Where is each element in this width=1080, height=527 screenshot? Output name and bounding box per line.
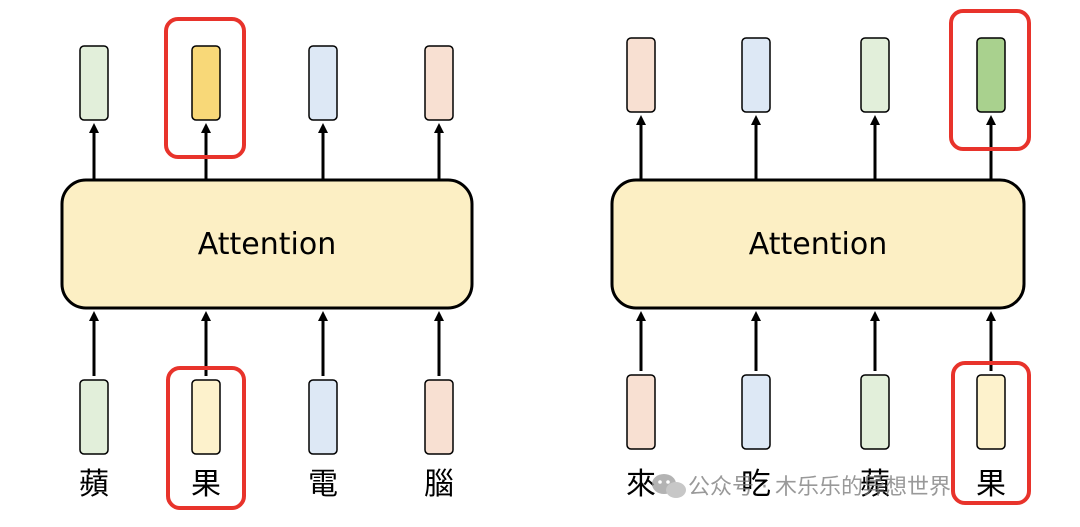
- left-panel: Attention 蘋 果 電 腦: [60, 17, 474, 510]
- right-token-0-column: 來: [626, 37, 656, 502]
- right-token-0-char: 來: [626, 467, 656, 502]
- left-token-1-char: 果: [191, 467, 221, 502]
- left-token-1-output-highlight: [164, 17, 246, 159]
- left-token-2-char: 電: [308, 467, 338, 502]
- right-token-3-char: 果: [976, 467, 1006, 502]
- left-token-0-input-vector: [79, 379, 109, 455]
- right-attention-box: [610, 178, 1026, 310]
- left-token-3-column: 腦: [424, 45, 454, 502]
- wechat-icon: [652, 474, 686, 498]
- right-token-2-output-vector: [860, 37, 890, 113]
- left-token-2-output-vector: [308, 45, 338, 121]
- watermark: 公众号 · 木乐乐的异想世界: [652, 474, 951, 500]
- right-token-1-column: 吃: [741, 37, 771, 502]
- right-token-2-column: 蘋: [860, 37, 890, 502]
- left-token-1-input-highlight: [166, 366, 246, 510]
- left-attention-label: Attention: [198, 227, 336, 262]
- right-token-1-input-vector: [741, 374, 771, 450]
- right-token-0-output-vector: [626, 37, 656, 113]
- right-token-3-output-vector: [976, 37, 1006, 113]
- left-token-1-output-vector: [191, 45, 221, 121]
- left-token-1-input-vector: [191, 379, 221, 455]
- right-token-3-input-vector: [976, 374, 1006, 450]
- right-token-1-output-vector: [741, 37, 771, 113]
- left-token-3-input-vector: [424, 379, 454, 455]
- right-token-1-char: 吃: [741, 467, 771, 502]
- left-token-3-char: 腦: [424, 467, 454, 502]
- right-panel: Attention 來 吃 蘋 果: [610, 9, 1031, 505]
- left-token-0-output-vector: [79, 45, 109, 121]
- left-token-2-input-vector: [308, 379, 338, 455]
- right-token-3-output-highlight: [949, 9, 1031, 151]
- right-token-2-input-vector: [860, 374, 890, 450]
- left-token-1-column: 果: [164, 17, 246, 510]
- right-token-2-char: 蘋: [860, 467, 890, 502]
- right-attention-label: Attention: [749, 227, 887, 262]
- left-token-0-char: 蘋: [79, 467, 109, 502]
- right-token-0-input-vector: [626, 374, 656, 450]
- left-token-2-column: 電: [308, 45, 338, 502]
- left-token-3-output-vector: [424, 45, 454, 121]
- right-token-3-input-highlight: [951, 361, 1031, 505]
- left-attention-box: [60, 178, 474, 310]
- watermark-text: 公众号 · 木乐乐的异想世界: [688, 475, 951, 500]
- right-token-3-column: 果: [949, 9, 1031, 505]
- left-token-0-column: 蘋: [79, 45, 109, 502]
